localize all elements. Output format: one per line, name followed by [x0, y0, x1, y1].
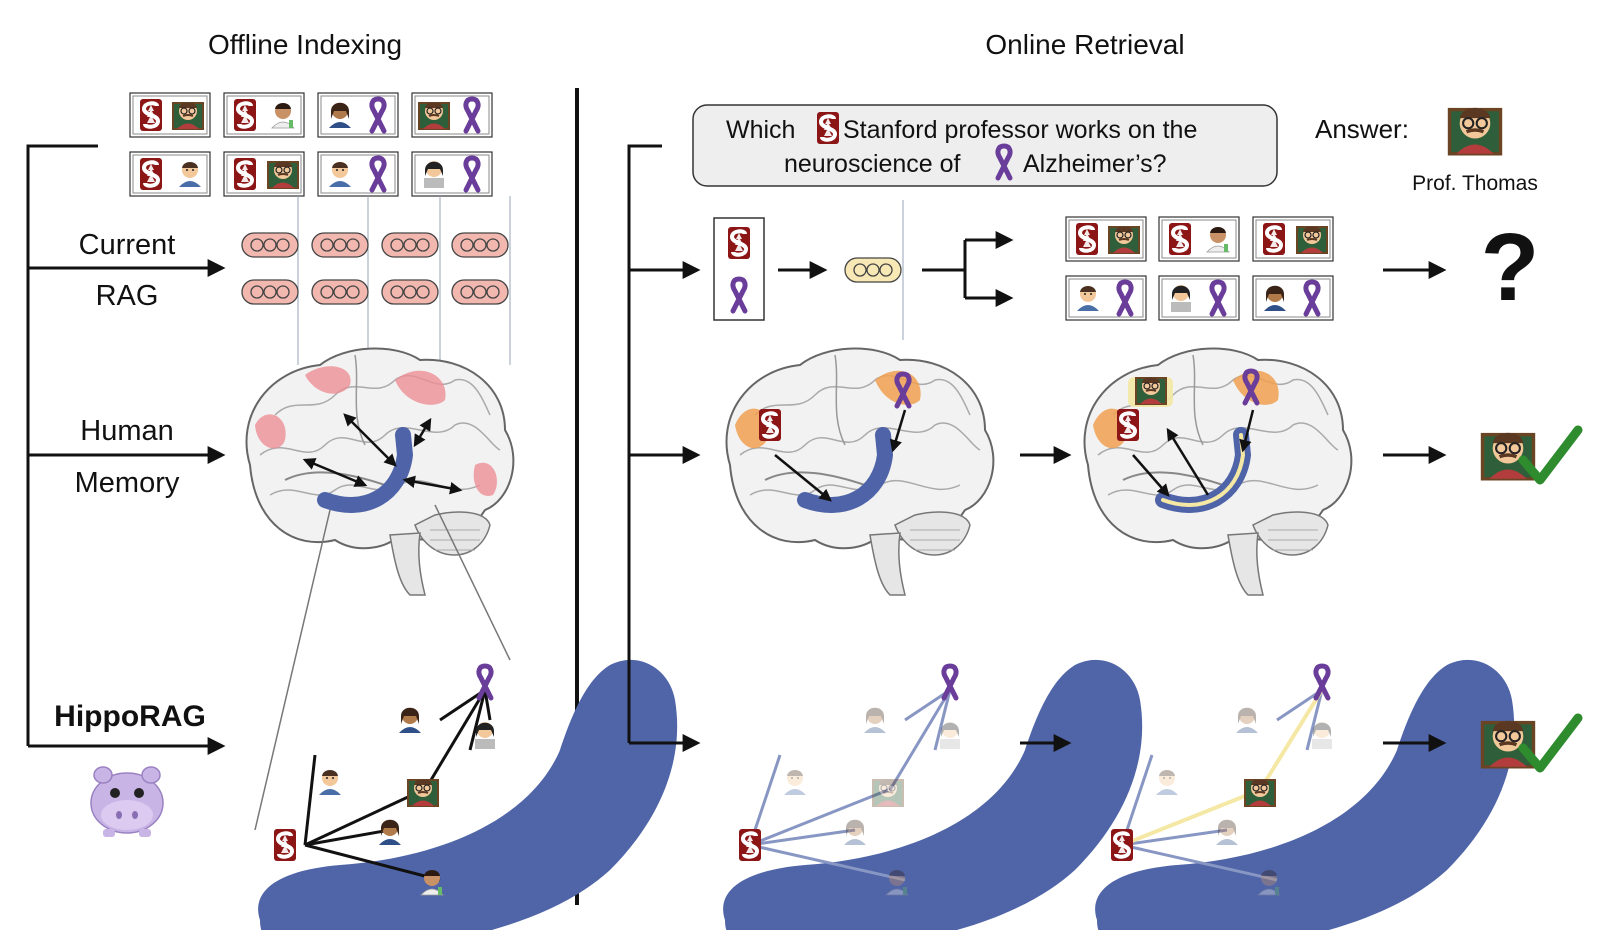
query-entities-box [713, 217, 765, 321]
current-rag-label-line1: Current [79, 229, 176, 261]
current-rag-label-line2: RAG [96, 280, 159, 312]
brain-offline [245, 347, 515, 596]
answer-name: Prof. Thomas [1412, 172, 1538, 195]
human-memory-result [1480, 430, 1579, 480]
answer-label: Answer: [1315, 114, 1409, 144]
retrieved-passages [1065, 216, 1334, 321]
projection-lines [297, 196, 511, 365]
question-mark-result: ? [1481, 214, 1540, 321]
human-memory-label-line2: Memory [75, 467, 180, 499]
offline-bracket [26, 144, 226, 755]
hipporag-graph-online-step1 [723, 659, 1143, 930]
query-text-which: Which [726, 116, 795, 144]
online-retrieval-title: Online Retrieval [985, 29, 1184, 60]
hippo-icon [90, 766, 164, 837]
brain-online-step2 [1083, 347, 1353, 596]
query-text-alzheimers: Alzheimer’s? [1023, 150, 1167, 178]
brain-online-step1 [725, 347, 995, 596]
embedding-vectors [241, 232, 509, 305]
offline-indexing-title: Offline Indexing [208, 29, 402, 60]
passage-cards [129, 92, 493, 197]
human-memory-label-line1: Human [80, 415, 174, 447]
hipporag-graph-offline [258, 659, 678, 930]
query-text-neuroscience: neuroscience of [784, 150, 961, 178]
hipporag-graph-online-step2 [1095, 659, 1515, 930]
query-text-line1: Stanford professor works on the [843, 116, 1197, 144]
answer-professor-icon [1447, 106, 1503, 156]
hipporag-result [1480, 718, 1579, 768]
query-box: Which Stanford professor works on the ne… [692, 104, 1278, 187]
query-embedding [844, 257, 902, 283]
hipporag-label: HippoRAG [54, 700, 206, 733]
retrieval-split-arrows [922, 231, 1014, 307]
zoom-lines [254, 504, 511, 831]
online-bracket [627, 144, 701, 752]
